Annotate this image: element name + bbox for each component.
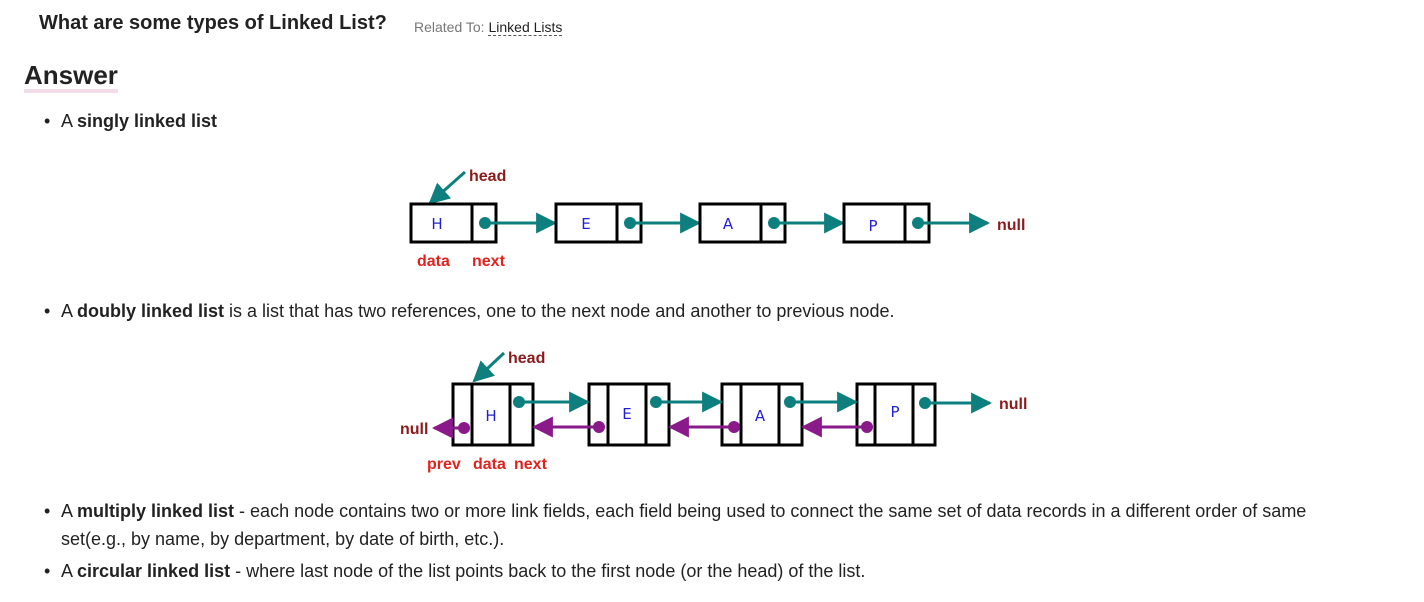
null-right-label: null (999, 396, 1027, 413)
head-label: head (508, 350, 545, 367)
node-value: H (431, 215, 442, 233)
node-value: E (622, 405, 631, 423)
node-value: H (485, 407, 496, 425)
answer-heading: Answer (24, 60, 118, 93)
node-a: A (698, 202, 787, 244)
list-item-circular: A circular linked list - where last node… (44, 557, 866, 585)
head-arrow (472, 351, 506, 383)
node-e: E (554, 202, 643, 244)
item-desc: - where last node of the list points bac… (230, 561, 866, 581)
item-prefix: A (61, 501, 78, 521)
node-value: P (890, 403, 899, 421)
list-item-singly: A singly linked list (44, 107, 218, 135)
related-link-linked-lists[interactable]: Linked Lists (488, 19, 563, 36)
item-term: doubly linked list (77, 301, 225, 321)
null-label: null (997, 217, 1025, 234)
list-item-doubly: A doubly linked list is a list that has … (44, 297, 895, 325)
head-label: head (469, 168, 506, 185)
node-h: H (451, 382, 535, 447)
head-arrow (428, 170, 466, 205)
data-label: data (473, 456, 506, 473)
node-value: P (868, 217, 877, 235)
doubly-linked-list-diagram: head H E A (400, 350, 1027, 473)
node-a: A (720, 382, 804, 447)
item-prefix: A (61, 301, 78, 321)
next-label: next (514, 456, 548, 473)
prev-label: prev (427, 456, 461, 473)
node-value: A (723, 215, 734, 233)
related-to: Related To: Linked Lists (414, 19, 563, 36)
item-prefix: A (61, 561, 78, 581)
node-p: P (855, 382, 937, 447)
item-prefix: A (61, 111, 78, 131)
node-e: E (587, 382, 671, 447)
list-item-multiply: A multiply linked list - each node conta… (44, 497, 1351, 553)
question-title: What are some types of Linked List? (39, 12, 387, 34)
next-label: next (472, 253, 506, 270)
singly-linked-list-diagram: head H E A P (409, 168, 1025, 270)
node-value: A (755, 407, 766, 425)
item-term: singly linked list (77, 111, 218, 131)
null-left-label: null (400, 421, 428, 438)
item-term: multiply linked list (77, 501, 235, 521)
node-h: H (409, 202, 498, 244)
item-desc: is a list that has two references, one t… (224, 301, 895, 321)
node-p: P (842, 202, 931, 244)
data-label: data (417, 253, 450, 270)
related-prefix: Related To: (414, 19, 485, 35)
item-term: circular linked list (77, 561, 231, 581)
item-desc: - each node contains two or more link fi… (61, 501, 1307, 549)
node-value: E (581, 215, 590, 233)
